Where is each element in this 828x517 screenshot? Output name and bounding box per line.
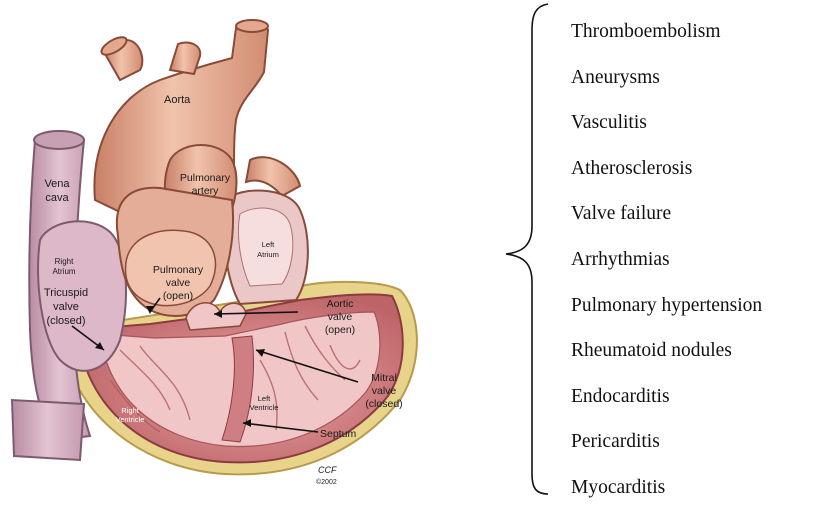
- condition-item: Valve failure: [571, 197, 762, 243]
- credit-year: ©2002: [316, 478, 337, 486]
- condition-item: Thromboembolism: [571, 15, 762, 61]
- label-aortic-valve-1: Aortic: [327, 298, 354, 310]
- condition-item: Myocarditis: [571, 471, 762, 517]
- aorta-branch-top: [236, 20, 268, 32]
- label-pulmonary-artery-1: Pulmonary: [180, 172, 231, 184]
- conditions-list: Thromboembolism Aneurysms Vasculitis Ath…: [571, 15, 762, 517]
- label-aortic-valve-2: valve: [328, 311, 353, 323]
- label-pulmonary-valve-1: Pulmonary: [153, 264, 204, 276]
- label-septum: Septum: [320, 428, 356, 440]
- figure: Aorta Vena cava Pulmonary artery Left At…: [0, 0, 828, 496]
- curly-brace: [498, 0, 558, 496]
- label-mitral-3: (closed): [365, 398, 402, 410]
- label-left-atrium-1: Left: [262, 240, 275, 249]
- label-right-ventricle-2: Ventricle: [116, 415, 145, 424]
- vena-cava-lower: [12, 400, 84, 460]
- label-right-atrium-1: Right: [55, 257, 74, 266]
- label-tricuspid-2: valve: [53, 301, 79, 313]
- label-pulmonary-valve-3: (open): [163, 290, 193, 302]
- label-right-atrium-2: Atrium: [52, 267, 75, 276]
- credit-ccf: CCF: [318, 465, 337, 475]
- condition-item: Pericarditis: [571, 425, 762, 471]
- label-vena-cava-1: Vena: [44, 178, 70, 190]
- condition-item: Atherosclerosis: [571, 152, 762, 198]
- label-vena-cava-2: cava: [45, 192, 69, 204]
- label-pulmonary-artery-2: artery: [192, 185, 220, 197]
- label-mitral-1: Mitral: [371, 372, 397, 384]
- condition-item: Pulmonary hypertension: [571, 289, 762, 335]
- condition-item: Aneurysms: [571, 61, 762, 107]
- label-tricuspid-3: (closed): [46, 315, 85, 327]
- condition-item: Arrhythmias: [571, 243, 762, 289]
- brace-path: [506, 4, 548, 494]
- vena-cava-opening: [34, 131, 84, 149]
- label-pulmonary-valve-2: valve: [166, 277, 191, 289]
- label-mitral-2: valve: [372, 385, 397, 397]
- condition-item: Endocarditis: [571, 380, 762, 426]
- condition-item: Vasculitis: [571, 106, 762, 152]
- label-right-ventricle-1: Right: [121, 406, 139, 415]
- condition-item: Rheumatoid nodules: [571, 334, 762, 380]
- label-tricuspid-1: Tricuspid: [44, 287, 88, 299]
- label-left-ventricle-2: Ventricle: [250, 403, 279, 412]
- label-aortic-valve-3: (open): [325, 324, 355, 336]
- aortic-valve-leaflets: [186, 303, 246, 330]
- label-left-atrium-2: Atrium: [257, 250, 279, 259]
- label-aorta: Aorta: [164, 94, 191, 106]
- label-left-ventricle-1: Left: [258, 394, 271, 403]
- aorta-branch-mid: [170, 43, 200, 75]
- heart-diagram: Aorta Vena cava Pulmonary artery Left At…: [0, 0, 470, 496]
